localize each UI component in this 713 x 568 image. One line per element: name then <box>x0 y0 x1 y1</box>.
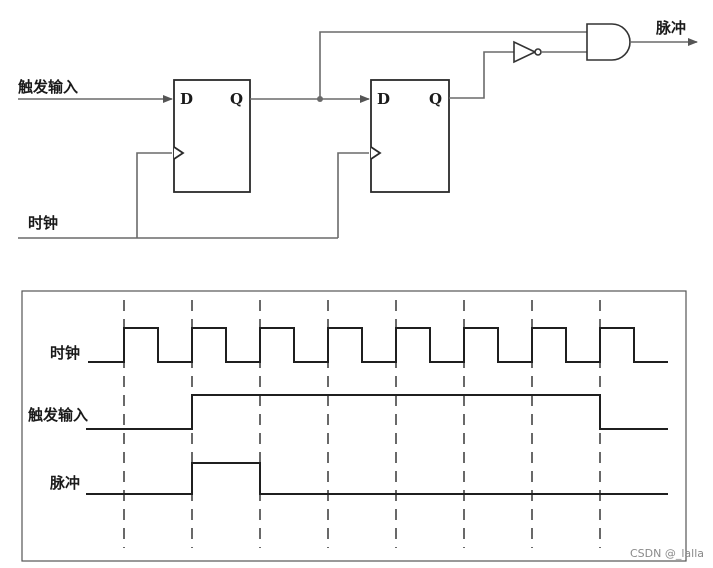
flipflop-2-body <box>370 79 450 193</box>
trigger-input-waveform <box>86 394 668 430</box>
clock-to-ff1-wire <box>136 152 172 238</box>
timing-diagram: 时钟 触发输入 脉冲 <box>21 290 687 562</box>
trigger-input-label: 触发输入 <box>18 78 78 96</box>
inverter-triangle <box>513 40 537 64</box>
pulse-signal-label: 脉冲 <box>49 474 80 492</box>
flipflop-1-clock-triangle <box>173 146 185 160</box>
flipflop-2-d-pin: D <box>377 90 390 108</box>
clock-signal-label: 时钟 <box>50 344 80 362</box>
flipflop-2: D Q <box>370 79 450 193</box>
pulse-output-label: 脉冲 <box>655 19 686 37</box>
inverter-gate <box>513 40 542 64</box>
inverter-bubble <box>534 48 542 56</box>
flipflop-1-q-pin: Q <box>230 90 243 108</box>
timing-frame <box>21 290 687 562</box>
circuit-schematic: 触发输入 时钟 脉冲 D Q D Q <box>18 19 698 239</box>
ff1-q-to-and-wire <box>319 31 587 99</box>
watermark: CSDN @_lalla <box>630 547 704 560</box>
flipflop-1: D Q <box>173 79 251 193</box>
clock-input-label: 时钟 <box>28 214 58 232</box>
flipflop-2-q-pin: Q <box>429 90 442 108</box>
clock-to-ff2-wire <box>337 152 369 238</box>
pulse-waveform <box>86 462 668 495</box>
clock-waveform <box>88 327 668 363</box>
flipflop-1-d-pin: D <box>180 90 193 108</box>
flipflop-1-body <box>173 79 251 193</box>
ff2-q-to-inverter-wire <box>449 51 514 99</box>
and-gate <box>586 23 631 61</box>
flipflop-2-clock-triangle <box>370 146 382 160</box>
trigger-signal-label: 触发输入 <box>28 406 88 424</box>
